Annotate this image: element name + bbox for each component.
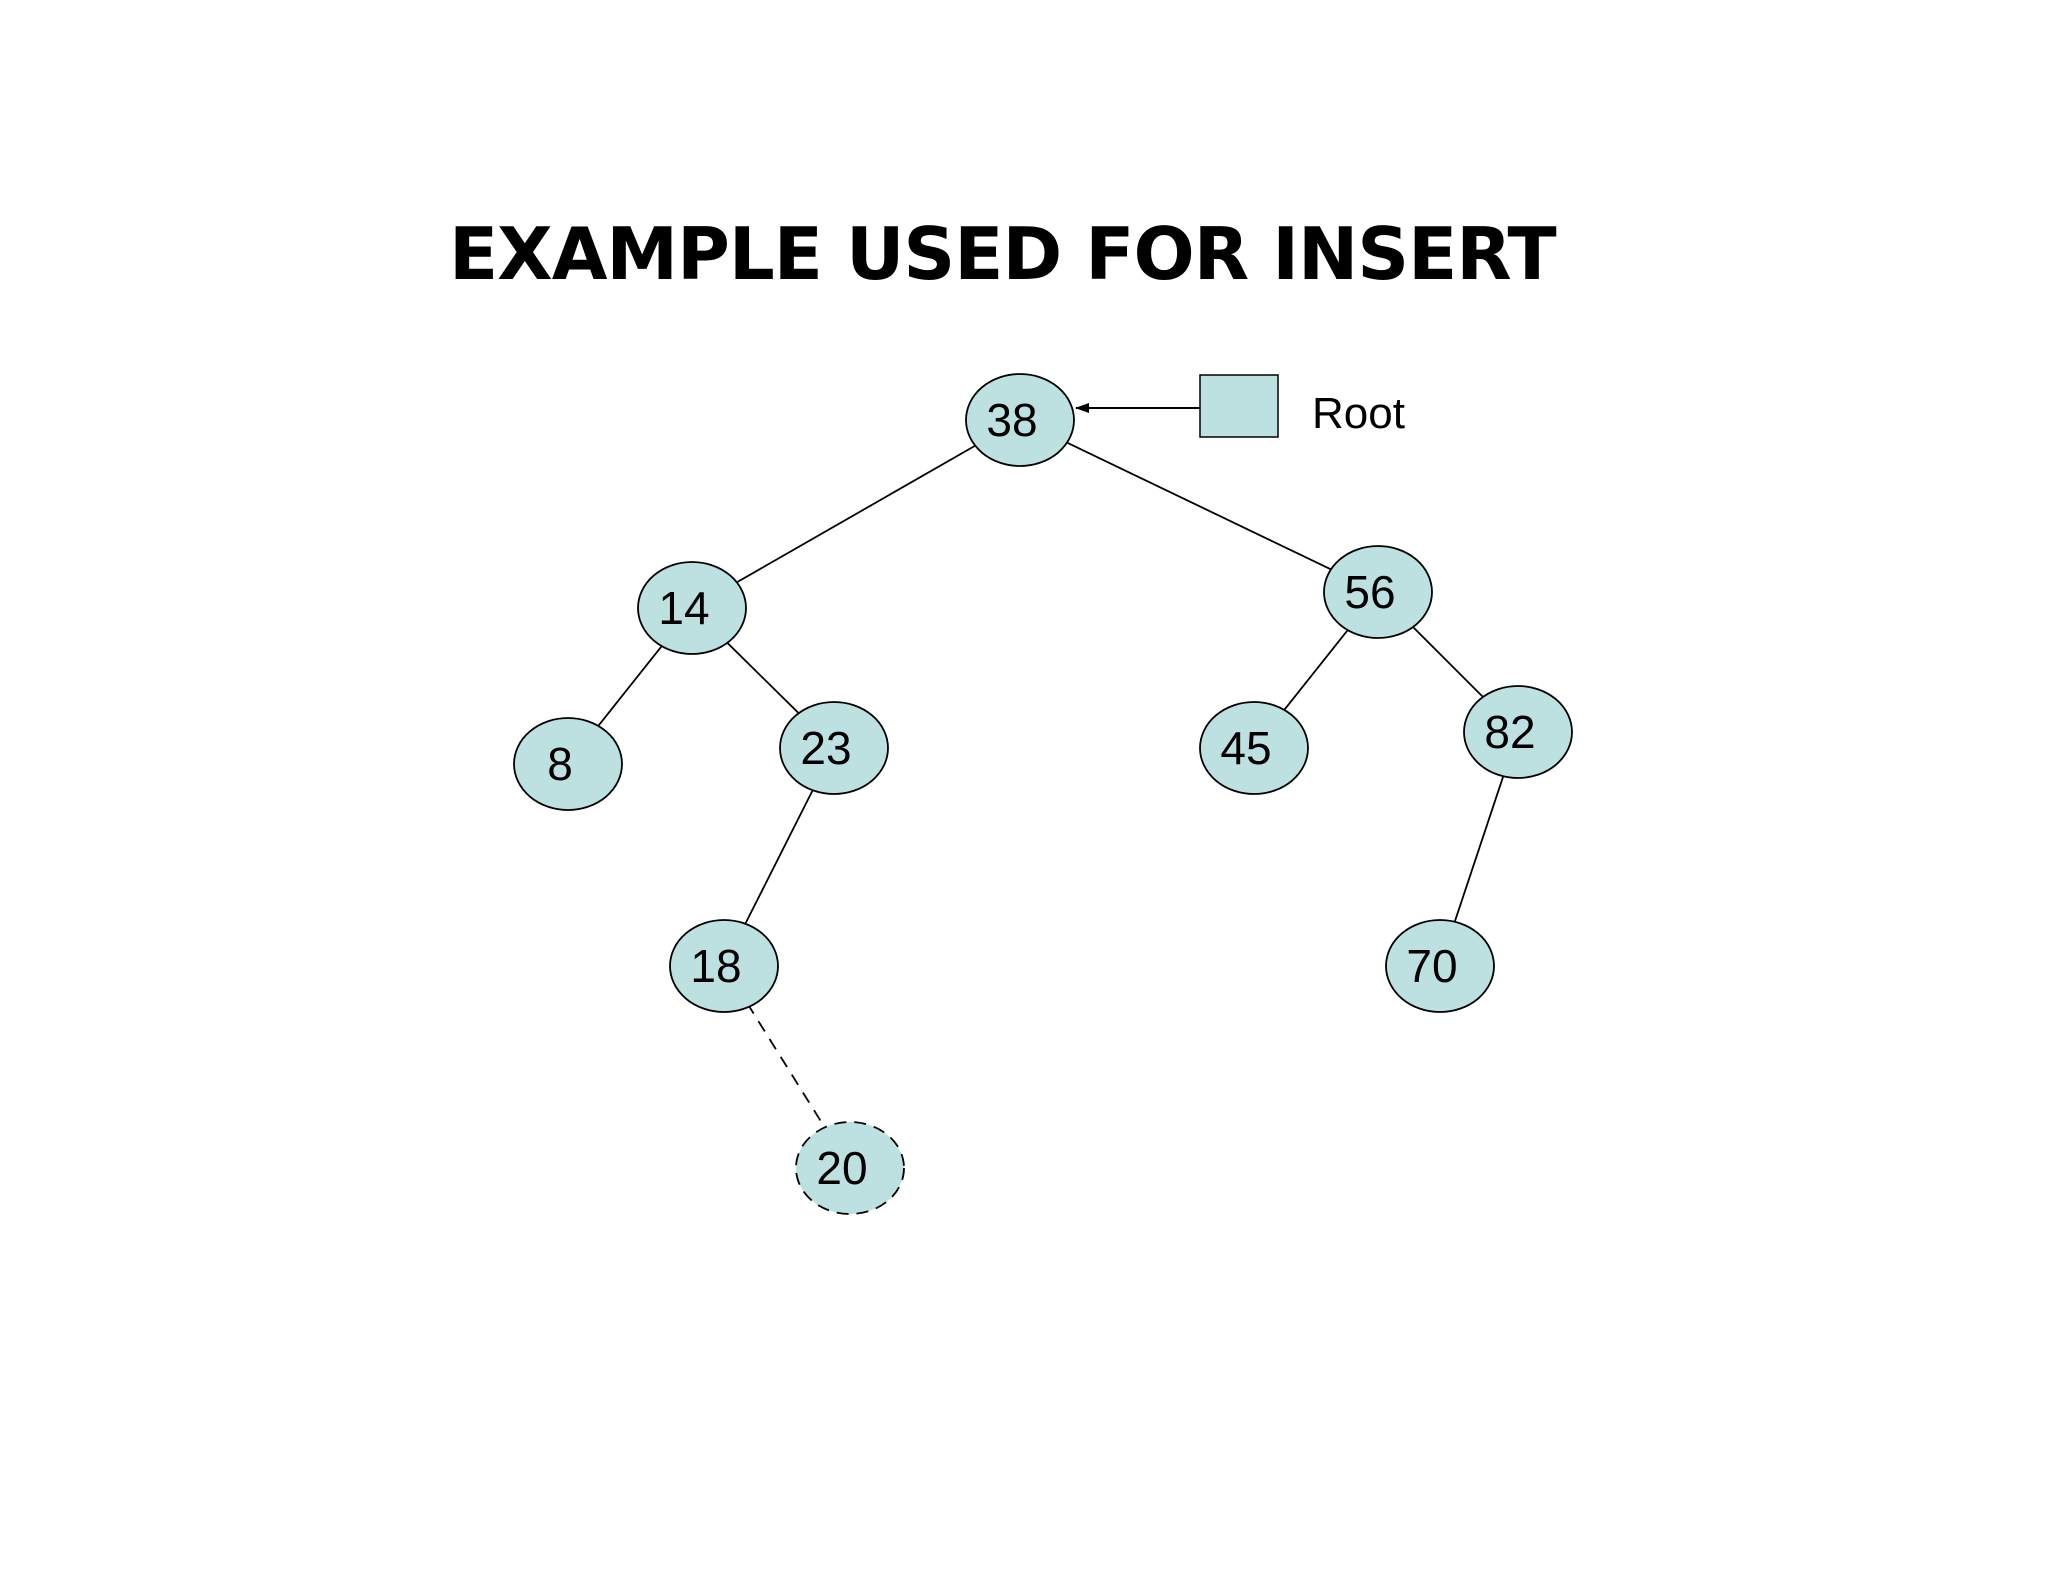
node-circle: [795, 1121, 905, 1215]
edges-layer: [595, 439, 1506, 1132]
tree-node-45: 45: [1199, 701, 1309, 795]
node-circle: [513, 717, 623, 811]
node-circle: [637, 561, 747, 655]
node-label: 82: [1484, 706, 1535, 758]
tree-node-23: 23: [779, 701, 889, 795]
node-label: 8: [547, 738, 573, 790]
edge-n14-n23: [723, 639, 803, 717]
node-circle: [965, 373, 1075, 467]
node-circle: [1463, 685, 1573, 779]
node-label: 18: [690, 940, 741, 992]
tree-node-8: 8: [513, 717, 623, 811]
root-label: Root: [1312, 389, 1405, 438]
edge-n23-n18: [742, 786, 816, 928]
edge-n82-n70: [1452, 772, 1506, 926]
edge-n38-n56: [1062, 439, 1336, 573]
edge-n38-n14: [732, 442, 980, 586]
node-label: 70: [1406, 940, 1457, 992]
edge-n18-n20: [746, 1002, 828, 1132]
node-label: 45: [1220, 722, 1271, 774]
node-label: 20: [816, 1142, 867, 1194]
node-circle: [669, 919, 779, 1013]
tree-node-20: 20: [795, 1121, 905, 1215]
node-circle: [1199, 701, 1309, 795]
slide-title: EXAMPLE USED FOR INSERT: [449, 212, 1557, 296]
tree-node-56: 56: [1323, 545, 1433, 639]
nodes-layer: 38 14 56 8 23 45 82 18 70 20: [513, 373, 1573, 1215]
node-label: 14: [658, 582, 709, 634]
edge-n14-n8: [595, 642, 665, 730]
node-label: 23: [800, 722, 851, 774]
tree-node-38: 38: [965, 373, 1075, 467]
node-circle: [1385, 919, 1495, 1013]
node-label: 56: [1344, 566, 1395, 618]
tree-node-14: 14: [637, 561, 747, 655]
edge-n56-n82: [1409, 623, 1487, 701]
node-circle: [1323, 545, 1433, 639]
root-pointer: Root: [1075, 374, 1405, 438]
node-circle: [779, 701, 889, 795]
root-box: [1199, 374, 1279, 438]
tree-node-18: 18: [669, 919, 779, 1013]
edge-n56-n45: [1281, 626, 1351, 714]
tree-node-82: 82: [1463, 685, 1573, 779]
tree-node-70: 70: [1385, 919, 1495, 1013]
node-label: 38: [986, 394, 1037, 446]
